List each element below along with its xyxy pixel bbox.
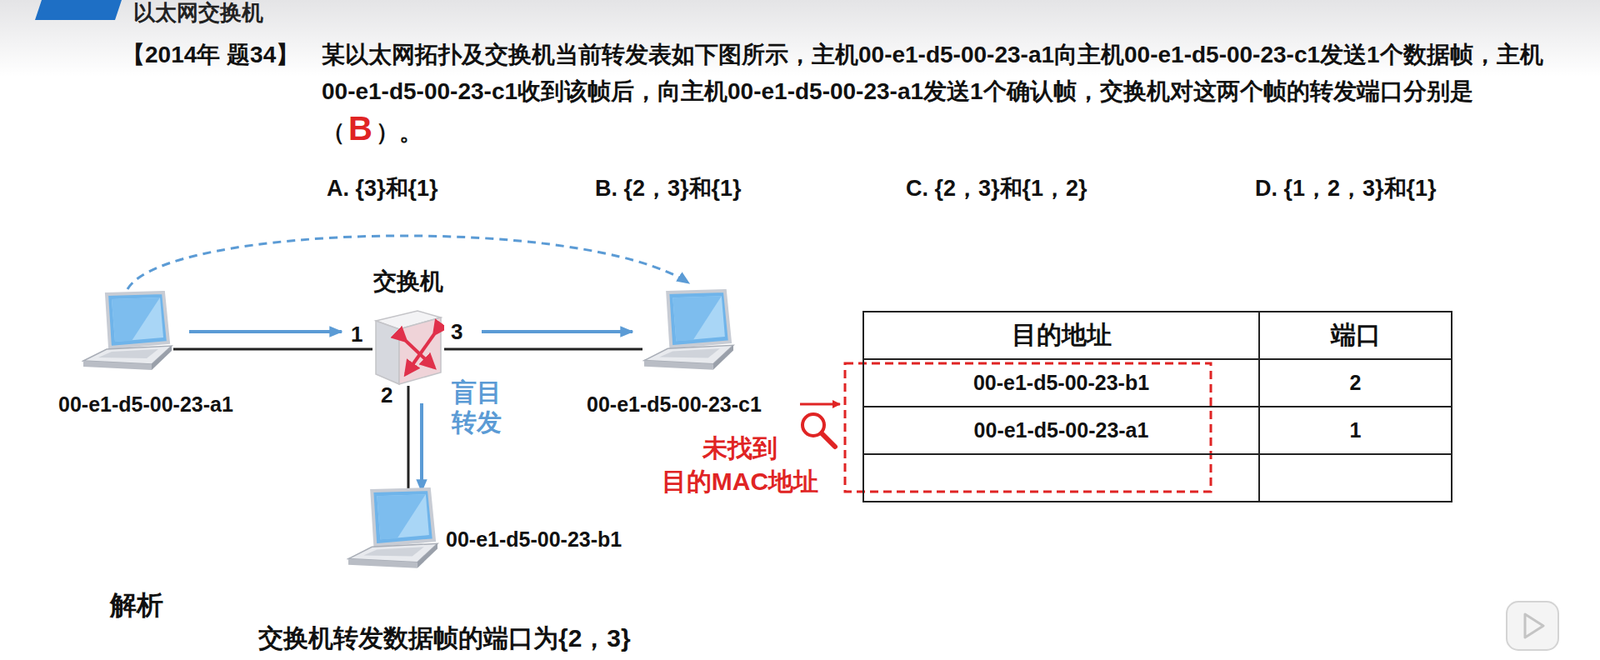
edge-label: 盲目 转发 [451, 377, 502, 438]
table-cell [863, 454, 1260, 502]
table-value: 1 [1350, 418, 1362, 442]
mac-address: 00-e1-d5-00-23-a1 [58, 392, 234, 417]
frame-flow-arrow [420, 403, 424, 492]
table-cell: 2 [1259, 359, 1452, 407]
table-cell: 端口 [1259, 311, 1452, 360]
laptop-icon [81, 290, 174, 378]
forwarding-table: 目的地址 端口 00-e1-d5-00-23-b1 2 00-e1-d5-00-23-a… [862, 310, 1453, 503]
port-number: 1 [350, 321, 363, 347]
section-heading: 解析 [110, 588, 164, 622]
question-text: ）。 [375, 119, 423, 145]
magnifier-icon [802, 414, 835, 447]
question-number: 【2014年 题34】 [121, 36, 300, 74]
table-cell: 1 [1259, 406, 1452, 455]
host-laptop: 00-e1-d5-00-23-c1 [642, 289, 735, 378]
frame-flow-arrow [481, 330, 633, 334]
page-title: 以太网交换机 [133, 0, 264, 25]
table-value: 00-e1-d5-00-23-a1 [974, 418, 1150, 442]
callout-note: 未找到 目的MAC地址 [661, 431, 819, 499]
mac-address: 00-e1-d5-00-23-c1 [586, 392, 762, 417]
table-header: 目的地址 [1011, 320, 1112, 349]
cable [173, 348, 373, 351]
mac-address: 00-e1-d5-00-23-b1 [445, 527, 622, 552]
question-body: 某以太网拓扑及交换机当前转发表如下图所示，主机00-e1-d5-00-23-a1… [321, 36, 1555, 151]
table-cell [1259, 454, 1452, 502]
option-text: C. {2，3}和{1，2} [905, 173, 1088, 204]
highlight-box [845, 363, 1211, 492]
laptop-icon [642, 289, 735, 378]
table-row: 00-e1-d5-00-23-b1 2 [863, 359, 1452, 407]
host-laptop: 00-e1-d5-00-23-a1 [81, 290, 174, 378]
switch-device: 交换机 [372, 305, 445, 386]
table-cell: 00-e1-d5-00-23-b1 [863, 359, 1260, 407]
table-value: 00-e1-d5-00-23-b1 [973, 370, 1150, 395]
table-cell: 00-e1-d5-00-23-a1 [863, 406, 1260, 455]
table-row: 目的地址 端口 [863, 311, 1452, 360]
section-tag [35, 0, 122, 20]
option-text: B. {2，3}和{1} [595, 173, 742, 204]
option-text: D. {1，2，3}和{1} [1255, 173, 1437, 204]
answer-letter: B [345, 110, 376, 147]
laptop-icon [346, 487, 440, 576]
table-row [863, 454, 1452, 502]
table-cell: 目的地址 [863, 311, 1260, 360]
option-text: A. {3}和{1} [326, 173, 439, 204]
table-value: 2 [1350, 370, 1362, 395]
cable [407, 385, 410, 499]
answer-text: 交换机转发数据帧的端口为{2，3} [258, 622, 631, 655]
host-laptop: 00-e1-d5-00-23-b1 [346, 487, 440, 576]
port-number: 2 [380, 382, 393, 408]
frame-flow-arrow [189, 330, 342, 334]
play-icon [1506, 601, 1559, 650]
cable [444, 348, 643, 351]
table-header: 端口 [1330, 320, 1381, 349]
question-text: 某以太网拓扑及交换机当前转发表如下图所示，主机00-e1-d5-00-23-a1… [321, 41, 1544, 145]
device-label: 交换机 [373, 265, 444, 298]
switch-icon [372, 305, 445, 386]
table-row: 00-e1-d5-00-23-a1 1 [863, 406, 1452, 455]
port-number: 3 [450, 319, 463, 345]
pointer-arrow [800, 403, 840, 406]
